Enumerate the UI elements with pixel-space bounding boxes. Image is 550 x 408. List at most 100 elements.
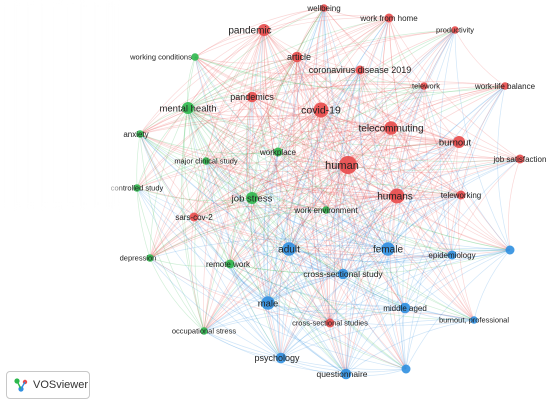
node-mental-health[interactable] — [182, 102, 194, 114]
node-label-pandemics: pandemics — [230, 92, 274, 102]
network-link — [387, 85, 506, 250]
node-label-coronavirus-disease-2019: coronavirus disease 2019 — [309, 65, 412, 75]
network-link — [203, 197, 253, 332]
network-link — [277, 85, 506, 153]
network-link — [187, 107, 453, 256]
node-job-satisfaction[interactable] — [515, 154, 525, 164]
node-work-from-home[interactable] — [384, 13, 394, 23]
network-link — [247, 96, 282, 359]
node-questionnaire[interactable] — [340, 368, 352, 380]
node-productivity[interactable] — [451, 26, 459, 34]
network-link — [296, 56, 406, 309]
network-link — [187, 107, 290, 250]
network-link — [307, 7, 331, 324]
node-burnout-professional[interactable] — [470, 316, 478, 324]
node-work-environment[interactable] — [322, 206, 330, 214]
network-link — [251, 96, 521, 160]
network-link — [327, 164, 349, 324]
node-middle-aged[interactable] — [399, 302, 411, 314]
node-adult[interactable] — [282, 242, 296, 256]
network-link — [263, 29, 327, 211]
network-link — [345, 249, 511, 375]
node-covid-19[interactable] — [313, 102, 329, 118]
network-link — [136, 187, 253, 202]
network-link — [251, 183, 462, 199]
node-wellbeing[interactable] — [320, 4, 328, 12]
network-link — [251, 197, 327, 211]
node-cross-sectional-studies[interactable] — [325, 318, 335, 328]
node-job-stress[interactable] — [246, 192, 258, 204]
vosviewer-logo[interactable]: VOSviewer — [6, 371, 90, 399]
node-blue-node-bottom[interactable] — [401, 364, 411, 374]
node-pandemic[interactable] — [258, 24, 270, 36]
network-link — [404, 141, 460, 309]
node-telecommuting[interactable] — [384, 121, 398, 135]
node-workplace[interactable] — [273, 147, 283, 157]
node-anxiety[interactable] — [136, 130, 144, 138]
node-working-conditions[interactable] — [191, 53, 199, 61]
network-link — [139, 133, 279, 155]
network-link — [277, 17, 390, 153]
node-male[interactable] — [261, 296, 275, 310]
node-sars-cov-2[interactable] — [189, 212, 199, 222]
network-link — [404, 307, 475, 321]
network-link — [439, 29, 456, 256]
network-nodes — [133, 4, 525, 380]
network-link — [193, 164, 349, 218]
network-link — [451, 249, 511, 257]
network-link — [187, 107, 347, 375]
node-occupational-stress[interactable] — [200, 327, 208, 335]
node-coronavirus-disease-2019[interactable] — [355, 65, 365, 75]
node-pandemics[interactable] — [246, 91, 258, 103]
node-article[interactable] — [291, 51, 303, 63]
network-link — [205, 160, 406, 309]
network-link — [388, 17, 475, 321]
network-link — [194, 29, 265, 58]
network-link — [381, 127, 392, 250]
network-link — [280, 164, 349, 359]
node-humans[interactable] — [389, 188, 405, 204]
network-link — [277, 127, 392, 153]
node-major-clinical-study[interactable] — [202, 157, 210, 165]
network-link — [508, 158, 521, 251]
node-remote-work[interactable] — [225, 259, 235, 269]
network-link — [193, 216, 331, 324]
network-link — [187, 69, 361, 109]
network-link — [251, 96, 349, 166]
network-link — [187, 29, 456, 109]
node-female[interactable] — [381, 242, 395, 256]
network-link — [296, 56, 344, 275]
network-link — [267, 254, 453, 304]
network-link — [267, 273, 344, 304]
network-link — [193, 216, 282, 359]
node-cross-sectional-study[interactable] — [337, 268, 349, 280]
node-teleworking[interactable] — [456, 190, 466, 200]
node-controlled-study[interactable] — [133, 184, 141, 192]
node-blue-node-right[interactable] — [505, 245, 515, 255]
network-link — [277, 85, 425, 153]
network-link — [267, 158, 521, 304]
node-epidemiology[interactable] — [447, 250, 457, 260]
network-link — [193, 127, 392, 218]
network-link — [203, 308, 475, 332]
node-human[interactable] — [339, 156, 357, 174]
network-link — [187, 107, 269, 304]
network-link — [323, 7, 462, 196]
network-link — [296, 56, 392, 129]
node-telework[interactable] — [420, 82, 428, 90]
network-link — [267, 302, 347, 375]
node-psychology[interactable] — [275, 352, 287, 364]
network-link — [404, 249, 511, 309]
network-link — [266, 151, 282, 359]
network-link — [205, 56, 298, 162]
network-link — [402, 29, 456, 370]
node-work-life-balance[interactable] — [501, 82, 509, 90]
network-link — [323, 7, 453, 256]
network-link — [139, 118, 460, 143]
network-link — [193, 69, 361, 218]
node-depression[interactable] — [146, 254, 154, 262]
node-burnout[interactable] — [453, 136, 465, 148]
network-link — [139, 29, 456, 135]
network-link — [329, 85, 425, 324]
network-link — [288, 195, 398, 250]
